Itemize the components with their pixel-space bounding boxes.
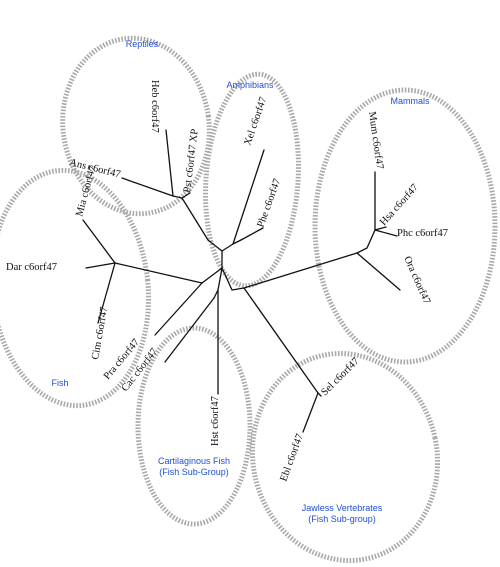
group-label-cartilaginous-fish: Cartilaginous Fish xyxy=(158,456,230,466)
branch-cac xyxy=(164,297,215,363)
leaf-label-hsa: Hsa c6orf47 xyxy=(378,182,421,228)
branch-ebl xyxy=(302,392,319,433)
branch-jawless-stem xyxy=(243,287,319,394)
mammals-group-ellipse xyxy=(312,87,498,365)
cartilaginous-fish-group-ellipse xyxy=(135,325,253,527)
branch-mia xyxy=(82,219,116,264)
tree-branches xyxy=(82,129,401,433)
amphibians-group-ellipse xyxy=(203,71,301,289)
branch-mammals-upper xyxy=(356,229,376,254)
branch-dar xyxy=(85,262,116,269)
reptiles-group-ellipse xyxy=(60,35,212,217)
branch-pra xyxy=(154,282,203,336)
group-label-jawless-vertebrates: Jawless Vertebrates xyxy=(302,503,383,513)
leaf-label-pst: Pst c6orf47 XP xyxy=(182,128,201,193)
leaf-label-heb: Heb c6orf47 xyxy=(149,80,160,133)
branch-ora xyxy=(356,252,401,291)
group-label-reptiles: Reptiles xyxy=(126,39,159,49)
branch-fish-trunk xyxy=(201,267,223,284)
branch-amphibians-root xyxy=(221,239,242,252)
branch-hsa xyxy=(374,226,387,231)
branch-phc xyxy=(374,229,398,237)
jawless-vertebrates-group-ellipse xyxy=(249,350,441,564)
branch-heb xyxy=(165,129,183,199)
leaf-label-xel: Xel c6orf47 xyxy=(242,96,269,147)
branch-cim xyxy=(97,262,116,324)
leaf-label-cim: Cim c6orf47 xyxy=(90,306,110,360)
leaf-label-hst: Hst c6orf47 xyxy=(210,396,221,446)
branch-xel xyxy=(232,149,265,245)
leaf-label-dar: Dar c6orf47 xyxy=(6,262,57,273)
branch-reptiles-stem xyxy=(181,197,209,241)
branch-mammals-trunk xyxy=(243,252,358,289)
leaf-label-phe: Phe c6orf47 xyxy=(255,177,283,229)
group-label-amphibians: Amphibians xyxy=(226,80,274,90)
leaf-label-mum: Mum c6orf47 xyxy=(366,111,385,170)
leaf-label-sel: Sel c6orf47 xyxy=(319,356,361,398)
group-label-cartilaginous-subgroup: (Fish Sub-Group) xyxy=(159,467,229,477)
leaf-label-ora: Ora c6orf47 xyxy=(401,255,432,306)
branch-pst xyxy=(181,192,191,199)
group-label-mammals: Mammals xyxy=(390,96,430,106)
fish-group-ellipse xyxy=(0,167,152,409)
leaf-label-ebl: Ebl c6orf47 xyxy=(278,432,305,483)
group-label-jawless-subgroup: (Fish Sub-group) xyxy=(308,514,376,524)
branch-fish-upper xyxy=(114,262,203,284)
branch-ans xyxy=(121,177,174,197)
branch-phe xyxy=(240,227,264,241)
group-label-fish: Fish xyxy=(51,378,68,388)
leaf-label-phc: Phc c6orf47 xyxy=(397,228,448,239)
